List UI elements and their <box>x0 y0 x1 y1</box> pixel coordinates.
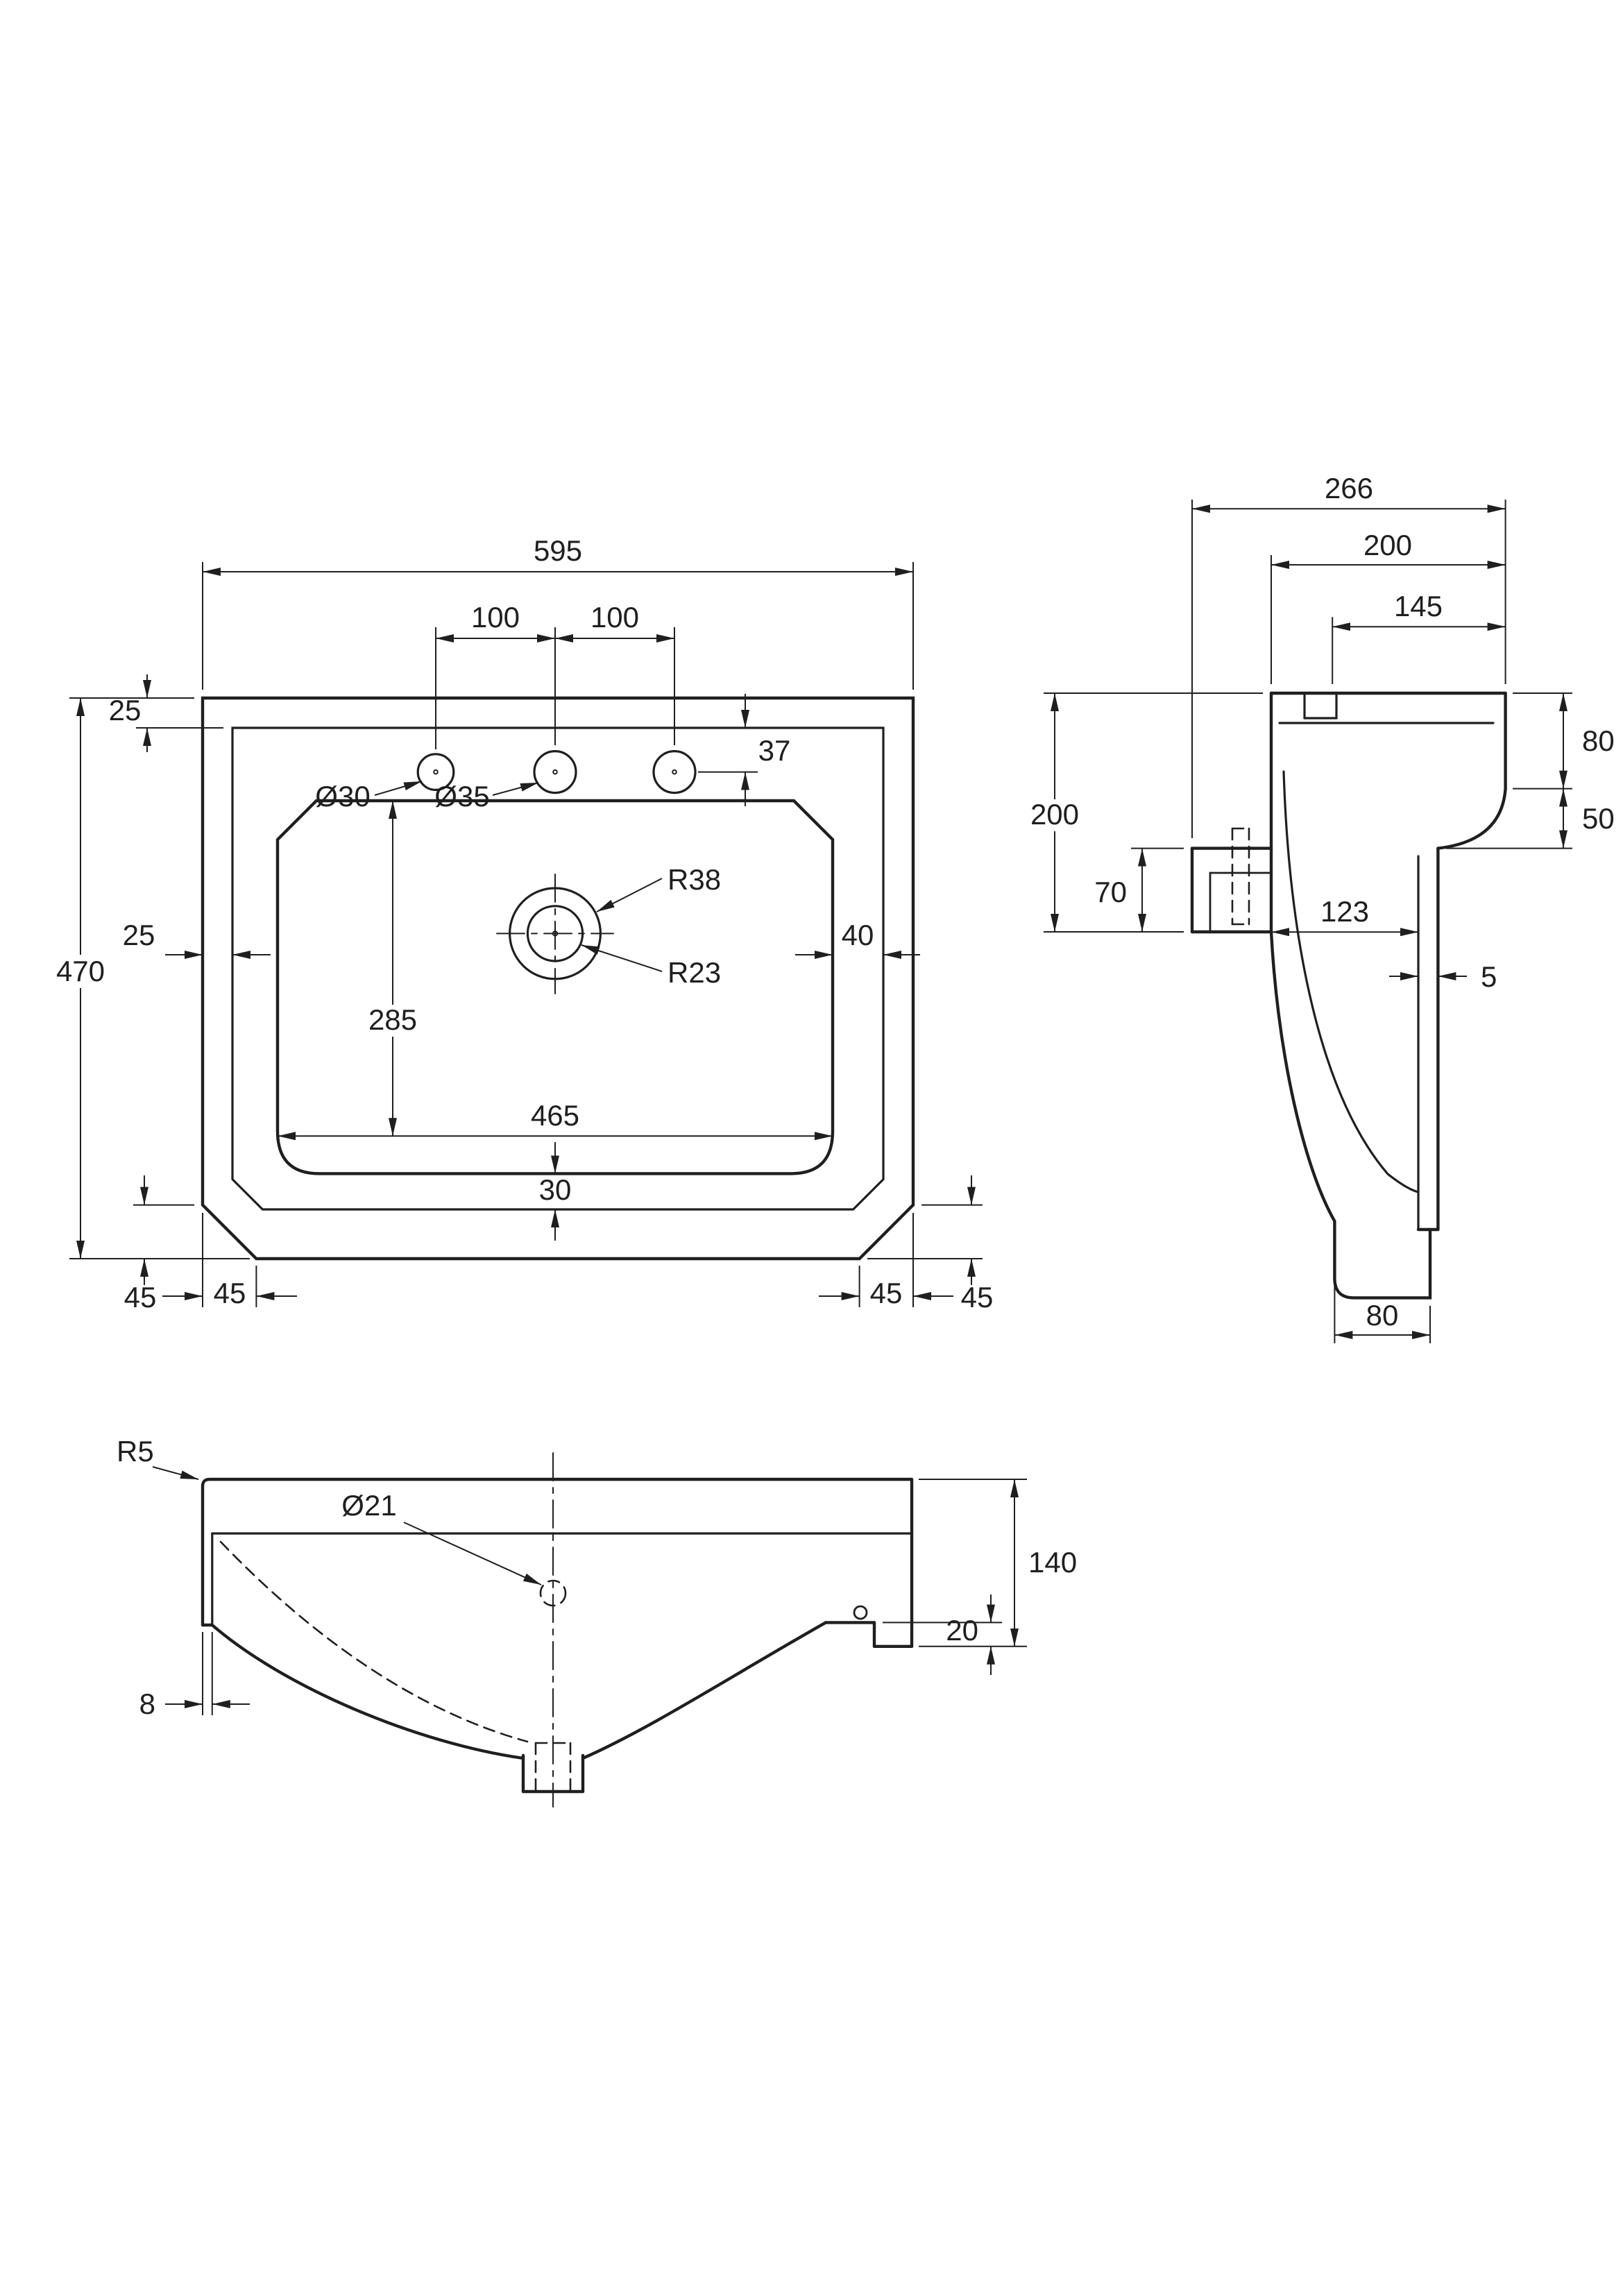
fixing-hole <box>853 1605 868 1620</box>
side-skirt-thickness-label: 5 <box>1481 960 1497 993</box>
side-dim-ledge-height: 70 <box>1094 847 1184 932</box>
side-bowl-back-offset-label: 123 <box>1320 895 1369 928</box>
plan-corner-v-left-label: 45 <box>124 1281 157 1313</box>
front-skirt-thickness-label: 8 <box>139 1687 155 1720</box>
plan-dim-rim-right: 40 <box>795 919 920 959</box>
front-back-step-label: 20 <box>946 1614 978 1647</box>
side-dim-overall-depth: 266 <box>1191 472 1506 838</box>
plan-rim-top-label: 25 <box>109 694 142 726</box>
side-front-flat-label: 145 <box>1394 590 1443 622</box>
plan-rim-left-label: 25 <box>123 919 155 951</box>
plan-waste-outer-radius-label: R38 <box>668 863 721 896</box>
side-rim-depth-label: 200 <box>1363 529 1412 561</box>
plan-dim-bowl-depth: 285 <box>359 801 426 1137</box>
side-waste-boss-width-label: 80 <box>1366 1299 1399 1332</box>
plan-dim-rim-top: 25 <box>69 674 223 752</box>
plan-dim-corner-left: 45 45 <box>124 1175 297 1313</box>
side-dim-skirt-thickness: 5 <box>1389 960 1497 993</box>
dim-text-mask <box>534 1178 576 1206</box>
front-dim-overall-height: 140 <box>919 1479 1077 1647</box>
side-overall-depth-label: 266 <box>1325 472 1373 504</box>
plan-view-outline <box>201 696 915 1261</box>
plan-hole-pitch-right-label: 100 <box>590 601 639 633</box>
side-ledge-height-label: 70 <box>1094 876 1127 908</box>
plan-corner-h-right-label: 45 <box>870 1277 903 1309</box>
side-back-height-label: 200 <box>1030 798 1079 831</box>
plan-corner-v-right-label: 45 <box>961 1281 994 1313</box>
front-dim-back-step: 20 <box>883 1595 1002 1675</box>
dim-text-mask <box>866 1281 906 1310</box>
side-dim-front-flat: 145 <box>1332 590 1506 684</box>
side-dim-rim-depth: 200 <box>1271 529 1506 684</box>
plan-hole-pitch-left-label: 100 <box>471 601 520 633</box>
plan-hole-leaders: Ø30 Ø35 <box>315 780 539 813</box>
side-dim-front-drop: 80 <box>1513 692 1615 790</box>
plan-waste-inner-radius-label: R23 <box>668 956 721 989</box>
front-dim-rim-corner-radius: R5 <box>117 1435 199 1480</box>
dim-text-mask <box>1024 799 1085 831</box>
plan-dim-hole-pitch: 100 100 <box>435 601 675 749</box>
side-dim-front-chamfer: 50 <box>1446 788 1615 849</box>
plan-dim-overall-width: 595 <box>202 534 914 690</box>
plan-dim-overall-depth: 470 <box>50 698 250 1259</box>
plan-hole-drop-label: 37 <box>758 734 791 767</box>
front-dim-overflow-dia: Ø21 <box>341 1489 542 1585</box>
plan-bowl-to-rim-label: 30 <box>539 1173 572 1206</box>
side-view-outline <box>1190 691 1507 1300</box>
front-overflow-dia-label: Ø21 <box>341 1489 396 1522</box>
front-overall-height-label: 140 <box>1028 1546 1077 1579</box>
plan-bowl-depth-label: 285 <box>368 1003 417 1036</box>
side-front-drop-label: 80 <box>1582 724 1615 757</box>
plan-dim-bowl-width: 465 <box>278 1099 833 1141</box>
front-dim-skirt-thickness: 8 <box>139 1632 250 1720</box>
side-front-chamfer-label: 50 <box>1582 802 1615 835</box>
front-view-outline <box>201 1452 914 1808</box>
plan-view-dimensions: 595 100 100 25 470 25 <box>50 534 993 1313</box>
side-dim-back-height: 200 <box>1024 692 1263 933</box>
plan-bowl-width-label: 465 <box>531 1099 579 1132</box>
dim-text-mask <box>50 955 111 988</box>
plan-waste-hole <box>496 874 614 994</box>
side-dim-bowl-back-offset: 123 <box>1271 895 1418 937</box>
plan-rim-right-label: 40 <box>842 919 874 951</box>
plan-overall-width-label: 595 <box>534 534 582 567</box>
plan-dim-hole-drop: 37 <box>698 694 790 806</box>
plan-hole-dia-large-label: Ø35 <box>434 780 489 813</box>
side-view-dimensions: 266 200 145 80 50 200 <box>1024 472 1615 1343</box>
plan-corner-h-left-label: 45 <box>214 1277 246 1309</box>
plan-waste-leaders: R38 R23 <box>581 863 721 989</box>
dim-text-mask <box>359 1005 426 1037</box>
plan-dim-corner-right: 45 45 <box>819 1175 993 1313</box>
dim-text-mask <box>210 1281 250 1310</box>
front-view-dimensions: R5 Ø21 140 20 8 <box>117 1435 1077 1720</box>
plan-hole-dia-small-label: Ø30 <box>315 780 370 813</box>
plan-dim-rim-left: 25 <box>123 919 271 959</box>
plan-dim-bowl-to-rim: 30 <box>534 1142 576 1241</box>
plan-tap-holes <box>416 749 697 794</box>
front-rim-corner-radius-label: R5 <box>117 1435 154 1468</box>
side-dim-waste-boss-width: 80 <box>1334 1278 1431 1343</box>
plan-overall-depth-label: 470 <box>56 955 105 987</box>
